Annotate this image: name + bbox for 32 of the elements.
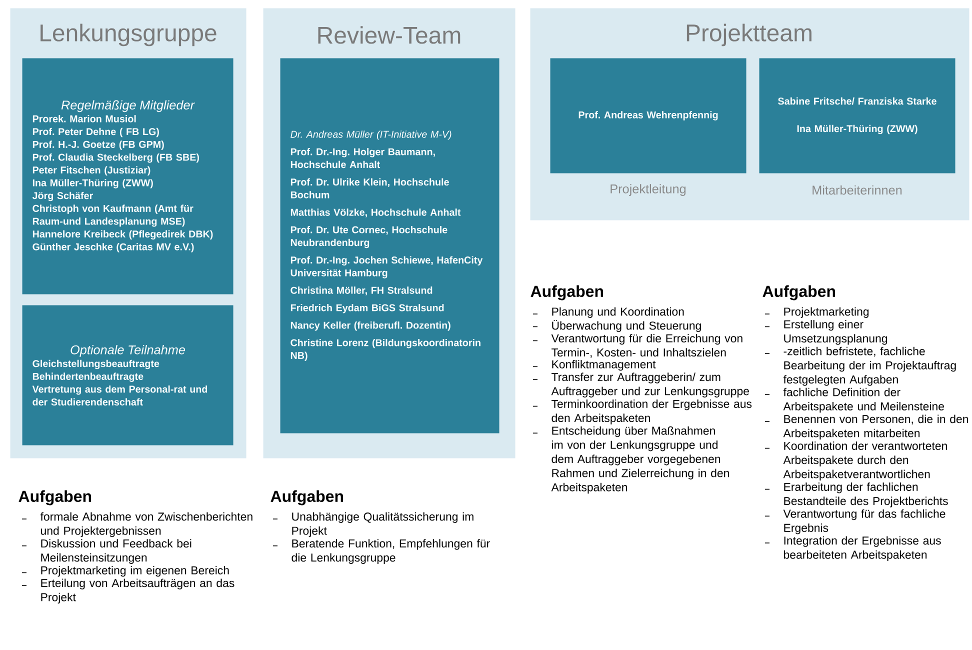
task-item: Verantwortung für die Erreichung von Termin-, Kosten- und Inhaltszielen bbox=[551, 334, 742, 358]
task-item: formale Abnahme von Zwischenberichten und Projektergebnissen bbox=[40, 512, 252, 538]
task-item: Projektmarketing im eigenen Bereich bbox=[41, 566, 229, 577]
section-heading: Aufgaben bbox=[18, 490, 92, 506]
member-box: Regelmäßige Mitglieder Prorek. Marion Musiol Prof. Peter Dehne ( FB LG) Prof. H.-J. Goetze (FB GPM) Prof. Claudia Steckelberg (FB SBE) Peter Fitschen (Justiziar) Ina Müller-Thüring (ZWW) Jörg Schäfer Christoph von Kaufmann (Amt für Raum-und Landesplanung MSE) Hannelore Kreibeck (Pflegedirek DBK) Günther Jeschke (Caritas MV e.V.) bbox=[22, 58, 234, 294]
task-item: Verantwortung für das fachliche Ergebnis bbox=[783, 509, 946, 534]
member-box: Prof. Andreas Wehrenpfennig bbox=[550, 58, 746, 174]
task-item: Erarbeitung der fachlichen Bestandteile des Projektberichts bbox=[784, 482, 948, 508]
member-box: Sabine Fritsche/ Franziska Starke Ina Müller-Thüring (ZWW) bbox=[759, 58, 956, 174]
task-item: Projektmarketing bbox=[784, 307, 869, 318]
task-item: Transfer zur Auftraggeberin/ zum Auftraggeber und zur Lenkungsgruppe bbox=[551, 372, 749, 398]
task-item: Erstellung einer Umsetzungsplanung bbox=[784, 320, 888, 345]
role-caption: Mitarbeiterinnen bbox=[812, 185, 902, 195]
task-item: Entscheidung über Maßnahmen im von der Lenkungsgruppe und dem Auftraggeber vorgegebenen Rahmen und Zielerreichung in den Arbeitspaketen bbox=[551, 426, 729, 494]
task-item: Konfliktmanagement bbox=[552, 360, 656, 371]
task-item: Erteilung von Arbeitsaufträgen an das Projekt bbox=[41, 578, 234, 604]
member-box: Dr. Andreas Müller (IT-Initiative M-V) Prof. Dr.-Ing. Holger Baumann, Hochschule Anhalt Prof. Dr. Ulrike Klein, Hochschule Bochum Matthias Völzke, Hochschule Anhalt Prof. Dr. Ute Cornec, Hochschule Neubrandenburg Prof. Dr.-Ing. Jochen Schiewe, HafenCity Universität Hamburg Christina Möller, FH Stralsund Friedrich Eydam BiGS Stralsund Nancy Keller (freiberufl. Dozentin) Christine Lorenz (Bildungskoordinatorin NB) bbox=[280, 58, 500, 434]
task-item: Planung und Koordination bbox=[552, 307, 684, 318]
task-item: Terminkoordination der Ergebnisse aus den Arbeitspaketen bbox=[552, 400, 752, 424]
task-item: Koordination der verantworteten Arbeitspakete durch den Arbeitspaketverantwortlichen bbox=[783, 442, 947, 480]
task-item: Benennen von Personen, die in den Arbeitspaketen mitarbeiten bbox=[783, 414, 968, 440]
task-item: Beratende Funktion, Empfehlungen für die Lenkungsgruppe bbox=[292, 539, 490, 564]
task-item: Unabhängige Qualitätssicherung im Projekt bbox=[292, 512, 474, 538]
section-heading: Aufgaben bbox=[270, 490, 344, 506]
role-caption: Projektleitung bbox=[610, 184, 686, 196]
task-item: Überwachung und Steuerung bbox=[552, 320, 701, 332]
task-item: Integration der Ergebnisse aus bearbeiteten Arbeitspaketen bbox=[784, 536, 941, 562]
member-box: Optionale Teilnahme Gleichstellungsbeauftragte Behindertenbeauftragte Vertretung aus dem Personal-rat und der Studierendenschaft bbox=[22, 305, 234, 446]
task-item: Diskussion und Feedback bei Meilensteinsitzungen bbox=[41, 539, 192, 564]
task-item: fachliche Definition der Arbeitspakete und Meilensteine bbox=[783, 388, 944, 413]
section-heading: Aufgaben bbox=[762, 285, 836, 300]
section-heading: Aufgaben bbox=[530, 285, 604, 300]
